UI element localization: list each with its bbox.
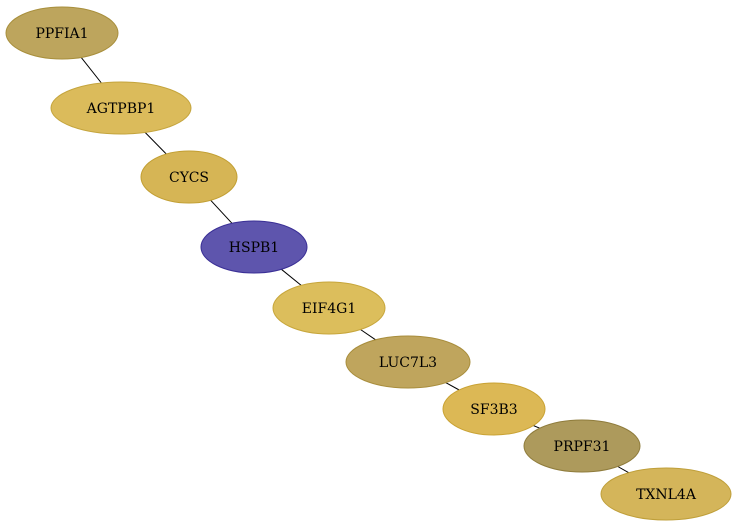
node-label: CYCS	[169, 170, 209, 186]
edge-prpf31-txnl4a	[617, 466, 629, 474]
edge-ppfia1-agtpbp1	[80, 57, 102, 84]
edge-eif4g1-luc7l3	[360, 329, 376, 341]
node-label: LUC7L3	[379, 355, 437, 371]
node-label: HSPB1	[229, 240, 279, 256]
node-ellipse	[5, 6, 119, 60]
node-agtpbp1[interactable]: AGTPBP1	[50, 81, 192, 135]
node-sf3b3[interactable]: SF3B3	[442, 382, 546, 436]
node-luc7l3[interactable]: LUC7L3	[345, 335, 471, 389]
node-label: PRPF31	[554, 439, 611, 455]
node-ellipse	[50, 81, 192, 135]
node-label: AGTPBP1	[86, 101, 156, 117]
edge-hspb1-eif4g1	[281, 268, 302, 286]
node-ellipse	[442, 382, 546, 436]
node-cycs[interactable]: CYCS	[140, 150, 238, 204]
node-eif4g1[interactable]: EIF4G1	[272, 281, 386, 335]
node-ellipse	[140, 150, 238, 204]
edge-luc7l3-sf3b3	[445, 382, 460, 391]
node-ellipse	[200, 220, 308, 274]
node-label: TXNL4A	[636, 487, 697, 503]
graph-edges	[80, 57, 629, 474]
node-label: PPFIA1	[35, 26, 88, 42]
edge-sf3b3-prpf31	[533, 425, 540, 429]
node-ellipse	[600, 467, 732, 521]
node-txnl4a[interactable]: TXNL4A	[600, 467, 732, 521]
node-ellipse	[345, 335, 471, 389]
node-ppfia1[interactable]: PPFIA1	[5, 6, 119, 60]
edge-cycs-hspb1	[210, 199, 233, 224]
edge-agtpbp1-cycs	[144, 132, 167, 155]
node-label: SF3B3	[470, 402, 517, 418]
node-ellipse	[523, 419, 641, 473]
node-hspb1[interactable]: HSPB1	[200, 220, 308, 274]
node-prpf31[interactable]: PRPF31	[523, 419, 641, 473]
node-label: EIF4G1	[302, 301, 356, 317]
node-ellipse	[272, 281, 386, 335]
